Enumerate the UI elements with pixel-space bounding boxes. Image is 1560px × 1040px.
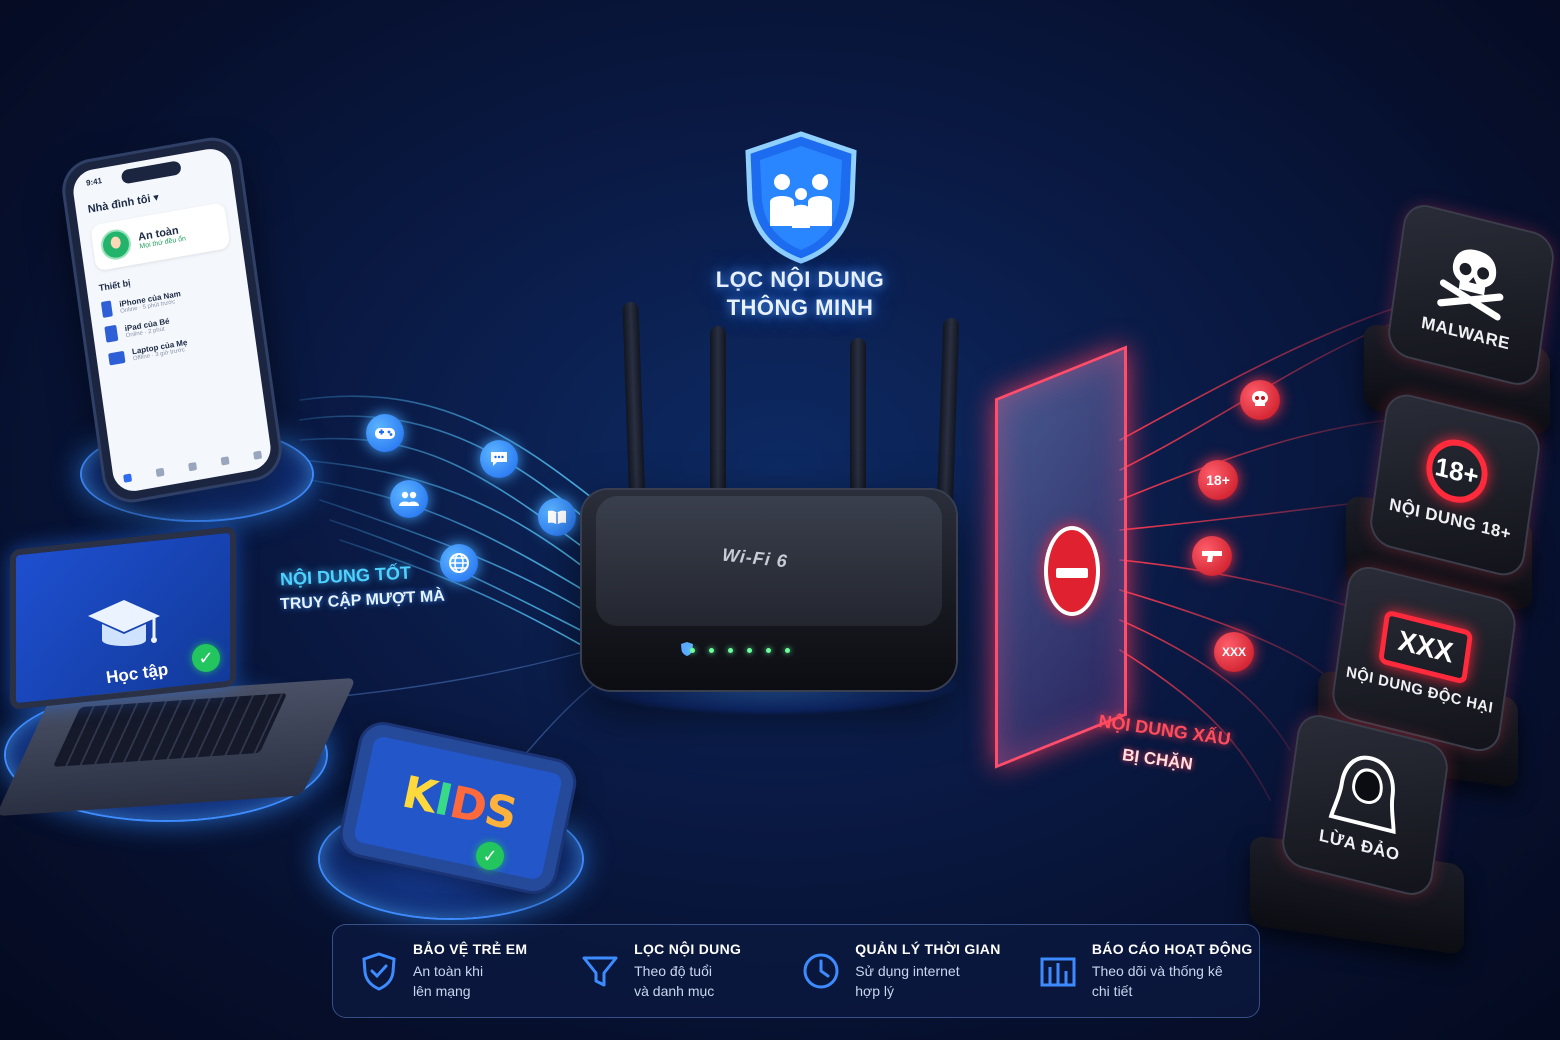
skull-crossbones-icon — [1437, 249, 1504, 321]
phone-screen: 9:41 Nhà đình tôi ▾ An toàn Mọi thứ đều … — [70, 145, 274, 495]
gun-icon — [1192, 536, 1232, 576]
feature-desc: chi tiết — [1091, 983, 1133, 999]
features-bar: BẢO VỆ TRẺ EM An toàn khi lên mạng LỌC NỘ… — [332, 924, 1260, 1018]
history-tab-icon[interactable] — [155, 467, 165, 478]
filter-icon — [582, 956, 618, 987]
status-led — [728, 648, 733, 653]
settings-tab-icon[interactable] — [253, 450, 263, 460]
xxx-badge: XXX — [1214, 632, 1254, 672]
phone-time: 9:41 — [85, 176, 103, 188]
main-title: LỌC NỘI DUNG THÔNG MINH — [640, 266, 960, 322]
feature-desc: Theo độ tuổi — [634, 963, 712, 979]
status-led — [747, 648, 752, 653]
feature-activity-report: BÁO CÁO HOẠT ĐỘNG Theo dõi và thống kê ch… — [1038, 941, 1259, 1001]
router-antenna — [710, 326, 726, 512]
skull-icon — [1240, 380, 1280, 420]
users-icon — [390, 480, 428, 518]
book-icon — [538, 498, 576, 536]
router-antenna — [850, 338, 866, 512]
threat-tile-scam: LỪA ĐẢO — [1281, 712, 1449, 898]
threat-label: NỘI DUNG 18+ — [1388, 494, 1513, 544]
status-card[interactable]: An toàn Mọi thứ đều ổn — [90, 202, 231, 272]
feature-desc: Theo dõi và thống kê — [1091, 963, 1223, 979]
avatar — [99, 227, 133, 263]
status-led — [690, 648, 695, 653]
check-icon: ✓ — [192, 644, 220, 672]
feature-desc: Sử dụng internet — [855, 963, 960, 979]
gamepad-icon — [366, 414, 404, 452]
family-shield-icon — [745, 131, 857, 264]
router-leds — [690, 648, 790, 653]
adult-badge: 18+ — [1198, 460, 1238, 500]
feature-desc: và danh mục — [634, 983, 715, 999]
status-led — [709, 648, 714, 653]
feature-content-filter: LỌC NỘI DUNG Theo độ tuổi và danh mục — [580, 941, 801, 1001]
adult-18-badge: 18+ — [1422, 432, 1492, 510]
tablet-icon — [104, 324, 119, 343]
feature-desc: hợp lý — [855, 983, 895, 999]
graduation-cap-icon — [88, 600, 160, 646]
feature-title: QUẢN LÝ THỜI GIAN — [855, 941, 1001, 957]
feature-desc: An toàn khi — [413, 963, 484, 979]
feature-desc: lên mạng — [413, 983, 471, 999]
phone-tabbar — [123, 450, 263, 483]
feature-time-management: QUẢN LÝ THỜI GIAN Sử dụng internet hợp lý — [801, 941, 1038, 1001]
report-chart-icon — [1040, 957, 1076, 987]
main-title-line1: LỌC NỘI DUNG — [715, 267, 885, 292]
threat-tile-malware: MALWARE — [1387, 202, 1555, 388]
phone-notch — [120, 160, 182, 185]
feature-title: BÁO CÁO HOẠT ĐỘNG — [1091, 941, 1253, 957]
home-tab-icon[interactable] — [123, 473, 133, 483]
hooded-hacker-icon — [1328, 755, 1396, 835]
main-title-line2: THÔNG MINH — [726, 295, 874, 320]
feature-title: BẢO VỆ TRẺ EM — [413, 941, 528, 957]
check-icon: ✓ — [476, 842, 504, 870]
xxx-badge: XXX — [1378, 608, 1474, 685]
phone-icon — [100, 300, 113, 318]
router-top — [596, 496, 942, 626]
clock-icon — [803, 953, 839, 989]
time-tab-icon[interactable] — [220, 456, 230, 466]
no-entry-icon — [1044, 526, 1100, 616]
feature-title: LỌC NỘI DUNG — [634, 941, 742, 957]
status-led — [766, 648, 771, 653]
globe-icon — [440, 544, 478, 582]
laptop-icon — [108, 350, 126, 366]
status-led — [785, 648, 790, 653]
chat-icon — [480, 440, 518, 478]
feature-child-protection: BẢO VỆ TRẺ EM An toàn khi lên mạng — [359, 941, 580, 1001]
filter-tab-icon[interactable] — [188, 461, 198, 472]
shield-check-icon — [362, 952, 396, 991]
